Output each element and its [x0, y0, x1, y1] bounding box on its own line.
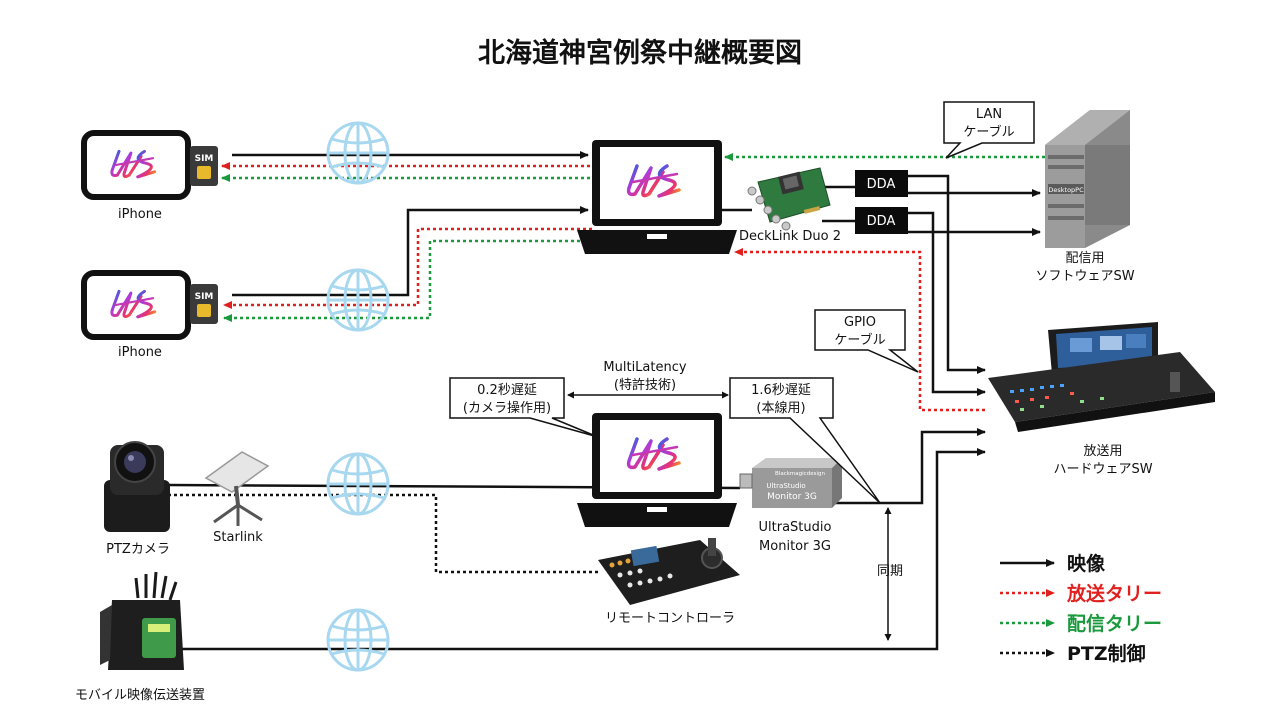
- starlink-label: Starlink: [213, 530, 263, 545]
- iphone-device-2: SIM iPhone: [84, 273, 218, 360]
- remote-controller-label: リモートコントローラ: [605, 611, 735, 626]
- multilatency-label-line2: (特許技術): [614, 378, 676, 393]
- svg-text:映像: 映像: [1067, 552, 1106, 575]
- streaming-sw-label-line1: 配信用: [1065, 251, 1104, 266]
- svg-text:PTZ制御: PTZ制御: [1067, 642, 1146, 665]
- internet-globe-icon: [326, 452, 390, 516]
- page-title: 北海道神宮例祭中継概要図: [478, 37, 802, 69]
- internet-globe-icon: [326, 121, 390, 185]
- svg-text:Blackmagicdesign: Blackmagicdesign: [775, 471, 825, 477]
- ultrastudio-monitor: Blackmagicdesign UltraStudio Monitor 3G …: [739, 458, 842, 554]
- svg-text:配信タリー: 配信タリー: [1067, 612, 1162, 635]
- internet-globe-icon: [326, 268, 390, 332]
- decklink-card: DeckLink Duo 2: [739, 167, 841, 244]
- multilatency-laptop-icon: [577, 413, 737, 527]
- dda-box-2: DDA: [855, 207, 908, 234]
- connection-lines: [167, 151, 1045, 651]
- svg-text:SIM: SIM: [195, 292, 214, 302]
- iphone-label: iPhone: [118, 345, 162, 360]
- svg-text:UltraStudio: UltraStudio: [766, 482, 805, 490]
- callout-lan: LAN ケーブル: [943, 101, 1035, 159]
- desktop-pc: DesktopPC 配信用 ソフトウェアSW: [1035, 110, 1135, 284]
- smartphone-icon: [84, 133, 188, 197]
- svg-text:(カメラ操作用): (カメラ操作用): [463, 400, 551, 416]
- hardware-switcher: 放送用 ハードウェアSW: [988, 322, 1215, 477]
- remote-controller: リモートコントローラ: [598, 538, 740, 626]
- callout-delay-main: 1.6秒遅延 (本線用): [729, 377, 881, 504]
- iphone-device-1: SIM iPhone: [84, 133, 218, 222]
- svg-text:GPIO: GPIO: [844, 315, 876, 330]
- legend-item-stream-tally: 配信タリー: [1000, 612, 1162, 635]
- mobile-transmitter: モバイル映像伝送装置: [75, 571, 205, 703]
- svg-text:DesktopPC: DesktopPC: [1048, 186, 1084, 194]
- legend-item-video: 映像: [1000, 552, 1106, 575]
- svg-text:LAN: LAN: [976, 107, 1002, 122]
- svg-text:(本線用): (本線用): [756, 400, 805, 416]
- sync-label: 同期: [877, 564, 903, 579]
- ptz-camera: PTZカメラ: [104, 441, 170, 557]
- ptz-camera-label: PTZカメラ: [106, 542, 170, 557]
- smartphone-icon: [84, 273, 188, 337]
- svg-text:放送タリー: 放送タリー: [1066, 582, 1162, 605]
- multilatency-label-line1: MultiLatency: [603, 360, 686, 375]
- svg-text:Monitor 3G: Monitor 3G: [767, 492, 817, 502]
- streaming-laptop-icon: [577, 140, 737, 254]
- streaming-sw-label-line2: ソフトウェアSW: [1035, 269, 1134, 284]
- ultrastudio-device-icon: [752, 468, 832, 508]
- svg-text:ケーブル: ケーブル: [834, 332, 885, 348]
- svg-text:SIM: SIM: [195, 154, 214, 164]
- decklink-label: DeckLink Duo 2: [739, 229, 841, 244]
- svg-text:DDA: DDA: [867, 177, 896, 192]
- legend: 映像 放送タリー 配信タリー PTZ制御: [1000, 552, 1162, 665]
- svg-text:1.6秒遅延: 1.6秒遅延: [751, 383, 811, 398]
- mobile-transmitter-label: モバイル映像伝送装置: [75, 688, 205, 703]
- svg-text:DDA: DDA: [867, 214, 896, 229]
- broadcast-sw-label-line1: 放送用: [1083, 444, 1122, 459]
- broadcast-sw-label-line2: ハードウェアSW: [1053, 462, 1152, 477]
- callout-delay-camera: 0.2秒遅延 (カメラ操作用): [449, 377, 599, 438]
- legend-item-ptz-control: PTZ制御: [1000, 642, 1146, 665]
- legend-item-broadcast-tally: 放送タリー: [1000, 582, 1162, 605]
- iphone-label: iPhone: [118, 207, 162, 222]
- callout-gpio: GPIO ケーブル: [814, 309, 919, 373]
- satellite-dish-icon: [204, 451, 270, 493]
- svg-text:0.2秒遅延: 0.2秒遅延: [477, 383, 537, 398]
- ultrastudio-label-line2: Monitor 3G: [759, 539, 831, 554]
- ultrastudio-label-line1: UltraStudio: [759, 520, 832, 535]
- internet-globe-icon: [326, 608, 390, 672]
- svg-text:ケーブル: ケーブル: [963, 124, 1014, 140]
- dda-box-1: DDA: [855, 170, 908, 197]
- starlink-dish: Starlink: [204, 451, 270, 545]
